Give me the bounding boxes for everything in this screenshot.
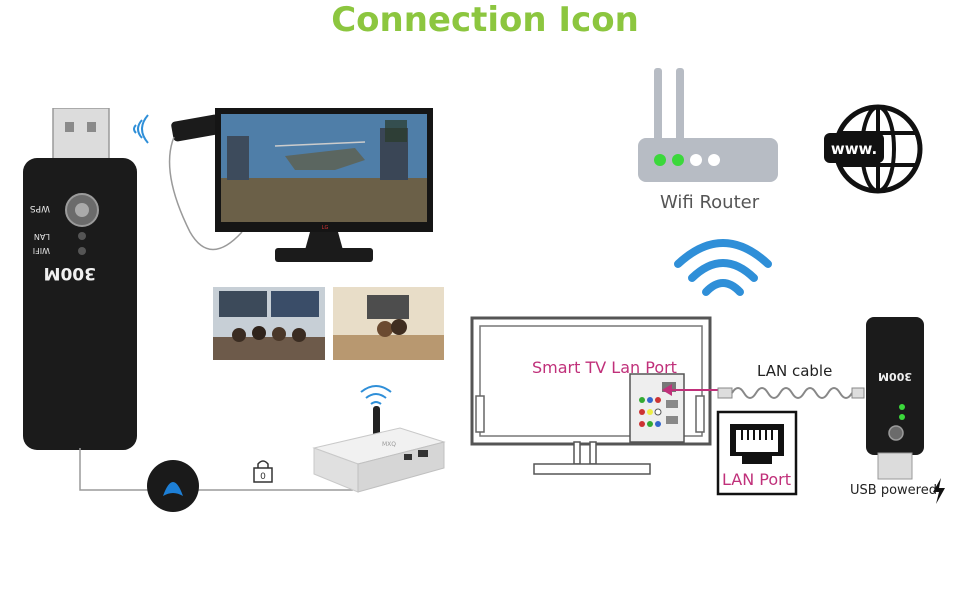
lan-cable-label: LAN cable bbox=[757, 362, 833, 380]
tv-dongle-cable bbox=[168, 114, 243, 251]
router-led-4 bbox=[708, 154, 720, 166]
large-usb-dongle: WPS LAN WIFI 300M bbox=[23, 108, 137, 450]
usb-connector bbox=[52, 108, 110, 161]
smart-tv-lan-port-label: Smart TV Lan Port bbox=[532, 358, 677, 377]
dongle-model-label: 300M bbox=[44, 263, 96, 283]
lock-digit: 0 bbox=[260, 472, 266, 482]
lightning-icon bbox=[933, 478, 945, 504]
wifi-led bbox=[78, 247, 86, 255]
wifi-router-icon bbox=[638, 68, 778, 182]
router-led-1 bbox=[654, 154, 666, 166]
right-dongle-model: 300M bbox=[878, 370, 912, 383]
couple-photo bbox=[333, 287, 444, 360]
wps-cable-line bbox=[79, 448, 353, 491]
set-top-box: MXQ bbox=[312, 385, 446, 493]
box-brand-label: MXQ bbox=[382, 441, 396, 448]
router-led-3 bbox=[690, 154, 702, 166]
globe-www-icon: www. bbox=[824, 104, 923, 194]
dongle-wifi-label: WIFI bbox=[33, 246, 50, 255]
router-wifi-waves bbox=[674, 239, 772, 296]
globe-www-text: www. bbox=[831, 140, 877, 158]
family-photo bbox=[213, 287, 325, 360]
dongle-body bbox=[23, 158, 137, 450]
svg-text:LG: LG bbox=[322, 225, 329, 231]
lan-port-icon bbox=[716, 410, 798, 496]
tv-monitor: LG bbox=[215, 108, 433, 262]
lan-led bbox=[78, 232, 86, 240]
wifi-router-label: Wifi Router bbox=[660, 192, 760, 213]
usb-powered-label: USB powered bbox=[850, 483, 937, 498]
lan-cable bbox=[717, 387, 865, 399]
page-title: Connection Icon bbox=[331, 0, 639, 40]
usb-powered-dongle: 300M bbox=[866, 317, 924, 480]
dongle-lan-label: LAN bbox=[34, 232, 50, 241]
lan-port-arrow bbox=[662, 384, 720, 396]
dongle-wps-label: WPS bbox=[30, 203, 50, 213]
wifi-signal-icon bbox=[133, 114, 149, 144]
smart-tv-back bbox=[470, 316, 712, 475]
lan-port-label: LAN Port bbox=[722, 470, 791, 489]
router-led-2 bbox=[672, 154, 684, 166]
lock-icon: 0 bbox=[253, 460, 273, 483]
wps-push-button bbox=[147, 460, 199, 512]
